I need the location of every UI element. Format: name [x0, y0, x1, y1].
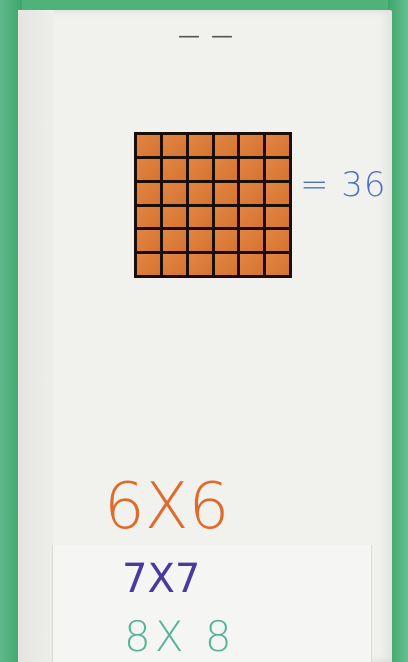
grid-cell	[215, 159, 238, 180]
grid-cell	[137, 183, 160, 204]
grid-cell	[215, 230, 238, 251]
grid-cell	[189, 254, 212, 275]
grid-cell	[189, 159, 212, 180]
grid-cell	[189, 183, 212, 204]
grid-cell	[137, 135, 160, 156]
equals-36-label: = 36	[300, 165, 387, 205]
grid-cells	[137, 135, 289, 275]
grid-cell	[266, 183, 289, 204]
grid-cell	[266, 230, 289, 251]
grid-cell	[240, 135, 263, 156]
top-dash-mark: — —	[178, 24, 235, 49]
grid-cell	[137, 254, 160, 275]
grid-cell	[163, 159, 186, 180]
grid-cell	[240, 159, 263, 180]
grid-cell	[189, 135, 212, 156]
grid-cell	[189, 207, 212, 228]
multiplication-6x6: 6X6	[104, 470, 229, 544]
grid-cell	[215, 254, 238, 275]
grid-cell	[137, 207, 160, 228]
grid-cell	[163, 230, 186, 251]
paper-fold	[18, 10, 54, 662]
grid-cell	[215, 183, 238, 204]
grid-cell	[163, 207, 186, 228]
grid-cell	[266, 254, 289, 275]
grid-cell	[137, 230, 160, 251]
grid-cell	[240, 254, 263, 275]
grid-cell	[266, 207, 289, 228]
grid-cell	[266, 135, 289, 156]
grid-cell	[240, 183, 263, 204]
grid-cell	[215, 135, 238, 156]
grid-cell	[240, 207, 263, 228]
grid-cell	[189, 230, 212, 251]
multiplication-7x7: 7X7	[122, 556, 200, 602]
grid-cell	[163, 183, 186, 204]
six-by-six-grid	[134, 132, 292, 278]
grid-cell	[163, 135, 186, 156]
grid-cell	[215, 207, 238, 228]
grid-cell	[163, 254, 186, 275]
multiplication-8x8: 8X 8	[124, 612, 236, 661]
grid-cell	[240, 230, 263, 251]
grid-cell	[266, 159, 289, 180]
grid-cell	[137, 159, 160, 180]
